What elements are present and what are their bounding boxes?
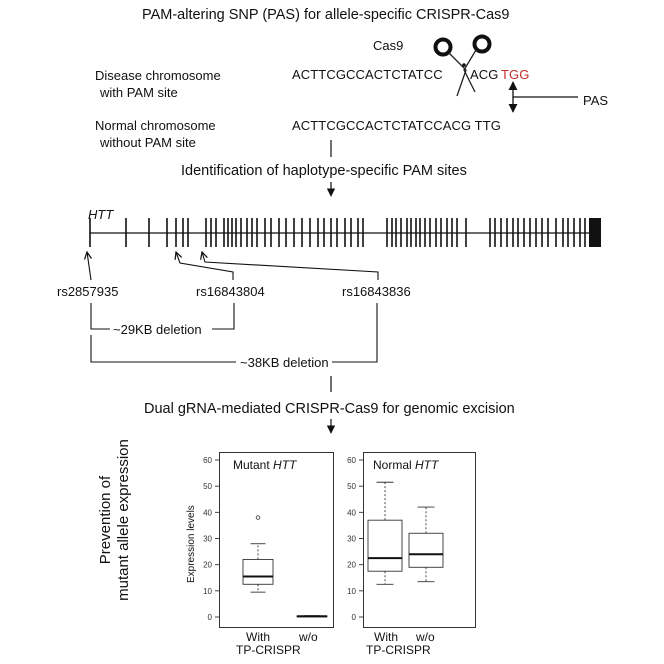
normal-chromosome-label: Normal chromosome (95, 118, 216, 133)
disease-sequence: ACTTCGCCACTCTATCC (292, 67, 443, 82)
y-tick-label: 10 (203, 587, 212, 596)
panel1-x-group: TP-CRISPR (236, 643, 301, 657)
normal-title-prefix: Normal (373, 458, 416, 472)
box-With (242, 558, 274, 585)
panel1-x-with: With (246, 630, 270, 644)
y-tick-label: 40 (347, 508, 356, 517)
deletion-38-right (332, 303, 378, 363)
y-tick-label: 50 (203, 482, 212, 491)
exon-marks (89, 218, 601, 247)
pas-label: PAS (583, 93, 609, 108)
mutant-title-prefix: Mutant (233, 458, 274, 472)
normal-htt-title: Normal HTT (373, 458, 438, 472)
disease-chromosome-label: Disease chromosome (95, 68, 221, 83)
y-tick-label: 0 (352, 613, 357, 622)
y-tick-label: 20 (347, 561, 356, 570)
y-tick-label: 20 (203, 561, 212, 570)
disease-sequence-cut: ACG (470, 67, 499, 82)
y-tick-label: 60 (347, 456, 356, 465)
y-tick-label: 40 (203, 508, 212, 517)
deletion-38-left (90, 335, 236, 363)
normal-pam-label: without PAM site (100, 135, 196, 150)
snp-rs16843836: rs16843836 (342, 284, 411, 299)
figure-title: PAM-altering SNP (PAS) for allele-specif… (142, 7, 510, 23)
deletion-29kb-label: ~29KB deletion (113, 322, 202, 337)
y-tick-label: 0 (208, 613, 213, 622)
outlier-point (255, 515, 261, 520)
normal-title-gene: HTT (415, 458, 439, 472)
y-tick-label: 60 (203, 456, 212, 465)
exon-mark-last (589, 218, 601, 247)
snp-rs16843804: rs16843804 (196, 284, 265, 299)
mutant-htt-title: Mutant HTT (233, 458, 296, 472)
panel1-x-wo: w/o (299, 630, 318, 644)
panel2-x-wo: w/o (416, 630, 435, 644)
normal-sequence: ACTTCGCCACTCTATCCACG TTG (292, 118, 501, 133)
y-tick-label: 50 (347, 482, 356, 491)
cas9-label: Cas9 (373, 38, 404, 53)
deletion-29-right (212, 303, 235, 330)
y-tick-label: 30 (203, 535, 212, 544)
disease-pam-sequence: TGG (501, 67, 530, 82)
snp2-arrow (176, 252, 234, 280)
deletion-29-left (90, 303, 110, 330)
disease-sequence-main: ACTTCGCCACTCTATCC (292, 67, 443, 82)
y-tick-label: 10 (347, 587, 356, 596)
scissors-icon (433, 34, 492, 97)
snp-rs2857935: rs2857935 (57, 284, 119, 299)
identification-title: Identification of haplotype-specific PAM… (181, 163, 467, 179)
panel2-x-group: TP-CRISPR (366, 643, 431, 657)
mutant-htt-panel (219, 452, 334, 628)
y-tick-label: 30 (347, 535, 356, 544)
disease-pam-label: with PAM site (100, 85, 178, 100)
dual-grna-title: Dual gRNA-mediated CRISPR-Cas9 for genom… (144, 401, 515, 417)
mutant-title-gene: HTT (273, 458, 297, 472)
panel2-x-with: With (374, 630, 398, 644)
normal-htt-boxplot: 0 10 20 30 40 50 60 (347, 456, 444, 622)
mutant-htt-boxplot: 0 10 20 30 40 50 60 (203, 456, 328, 622)
box-With (367, 519, 403, 572)
deletion-38kb-label: ~38KB deletion (240, 355, 329, 370)
snp1-arrow (87, 252, 91, 281)
box-w/o (408, 532, 444, 568)
gene-name: HTT (88, 207, 114, 222)
snp3-arrow (202, 252, 379, 280)
